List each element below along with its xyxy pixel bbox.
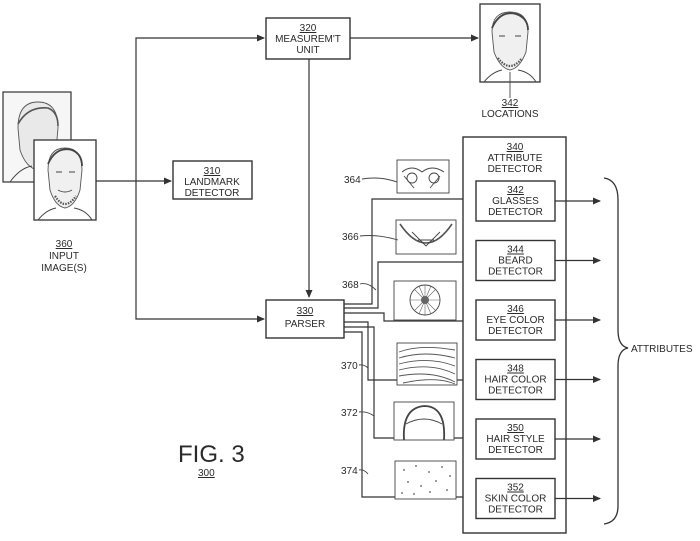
detector-label-line2: DETECTOR xyxy=(488,267,543,278)
landmark-label-line2: DETECTOR xyxy=(185,188,240,199)
crop-glasses-image xyxy=(396,159,450,194)
detector-label-line1: SKIN COLOR xyxy=(485,494,547,505)
attribute-detector-label-line2: DETECTOR xyxy=(488,164,543,175)
locations-label: LOCATIONS xyxy=(481,109,538,120)
locations-number: 342 xyxy=(502,98,519,109)
input-label-line2: IMAGE(S) xyxy=(41,263,87,274)
attribute-detector-label-line1: ATTRIBUTE xyxy=(488,153,543,164)
figure-title: FIG. 3 xyxy=(178,441,245,468)
detector-number: 352 xyxy=(507,483,524,494)
detector-label-line2: DETECTOR xyxy=(488,445,543,456)
input-face-photo-front xyxy=(33,139,97,221)
detector-number: 350 xyxy=(507,423,524,434)
attribute-output-arrows xyxy=(555,197,601,502)
input-label-line1: INPUT xyxy=(49,251,79,262)
detector-label-line1: HAIR COLOR xyxy=(484,375,546,386)
crop-label-374: 374 xyxy=(341,466,358,477)
detector-number: 348 xyxy=(507,364,524,375)
detector-number: 342 xyxy=(507,185,524,196)
attributes-label: ATTRIBUTES xyxy=(631,344,693,355)
crop-label-370: 370 xyxy=(341,361,358,372)
attribute-detector-number: 340 xyxy=(507,142,524,153)
detector-label-line1: GLASSES xyxy=(492,196,539,207)
parser-label: PARSER xyxy=(285,319,325,330)
detector-label-line2: DETECTOR xyxy=(488,326,543,337)
detector-label-line2: DETECTOR xyxy=(488,505,543,516)
parser-box: 330 PARSER xyxy=(265,299,345,339)
input-to-measurement-arrow xyxy=(135,34,265,181)
crop-label-372: 372 xyxy=(341,408,358,419)
figure-number: 300 xyxy=(198,468,215,479)
detector-label-line2: DETECTOR xyxy=(488,207,543,218)
detector-number: 346 xyxy=(507,304,524,315)
crop-eye-image xyxy=(393,280,457,321)
parser-routing-wires xyxy=(344,195,477,501)
landmark-number: 310 xyxy=(204,166,221,177)
input-to-parser-arrow xyxy=(135,181,265,323)
crop-beard-image xyxy=(395,219,457,255)
crop-hair-color-image xyxy=(396,342,458,386)
connectors xyxy=(96,34,479,323)
crop-label-368: 368 xyxy=(342,280,359,291)
detector-label-line1: HAIR STYLE xyxy=(486,434,545,445)
measurement-number: 320 xyxy=(300,23,317,34)
detector-label-line2: DETECTOR xyxy=(488,386,543,397)
crop-hair-style-image xyxy=(393,401,455,441)
landmark-label-line1: LANDMARK xyxy=(184,177,240,188)
measurement-label-line2: UNIT xyxy=(296,45,319,56)
crop-labels: 364 366 368 370 372 374 xyxy=(341,175,399,477)
measurement-unit-box: 320 MEASUREM'T UNIT xyxy=(265,17,351,60)
attributes-brace xyxy=(603,177,629,525)
landmark-detector-box: 310 LANDMARK DETECTOR xyxy=(172,160,253,200)
detector-number: 344 xyxy=(507,245,524,256)
measurement-label-line1: MEASUREM'T xyxy=(275,34,341,45)
parser-number: 330 xyxy=(297,306,314,317)
detector-label-line1: BEARD xyxy=(498,256,532,267)
crop-label-364: 364 xyxy=(344,175,361,186)
input-images: 360 INPUT IMAGE(S) xyxy=(2,91,97,274)
crop-skin-image xyxy=(394,460,457,500)
input-number: 360 xyxy=(56,239,73,250)
detector-label-line1: EYE COLOR xyxy=(486,315,544,326)
crop-label-366: 366 xyxy=(342,232,359,243)
locations-face-image: 342 LOCATIONS xyxy=(479,3,541,120)
